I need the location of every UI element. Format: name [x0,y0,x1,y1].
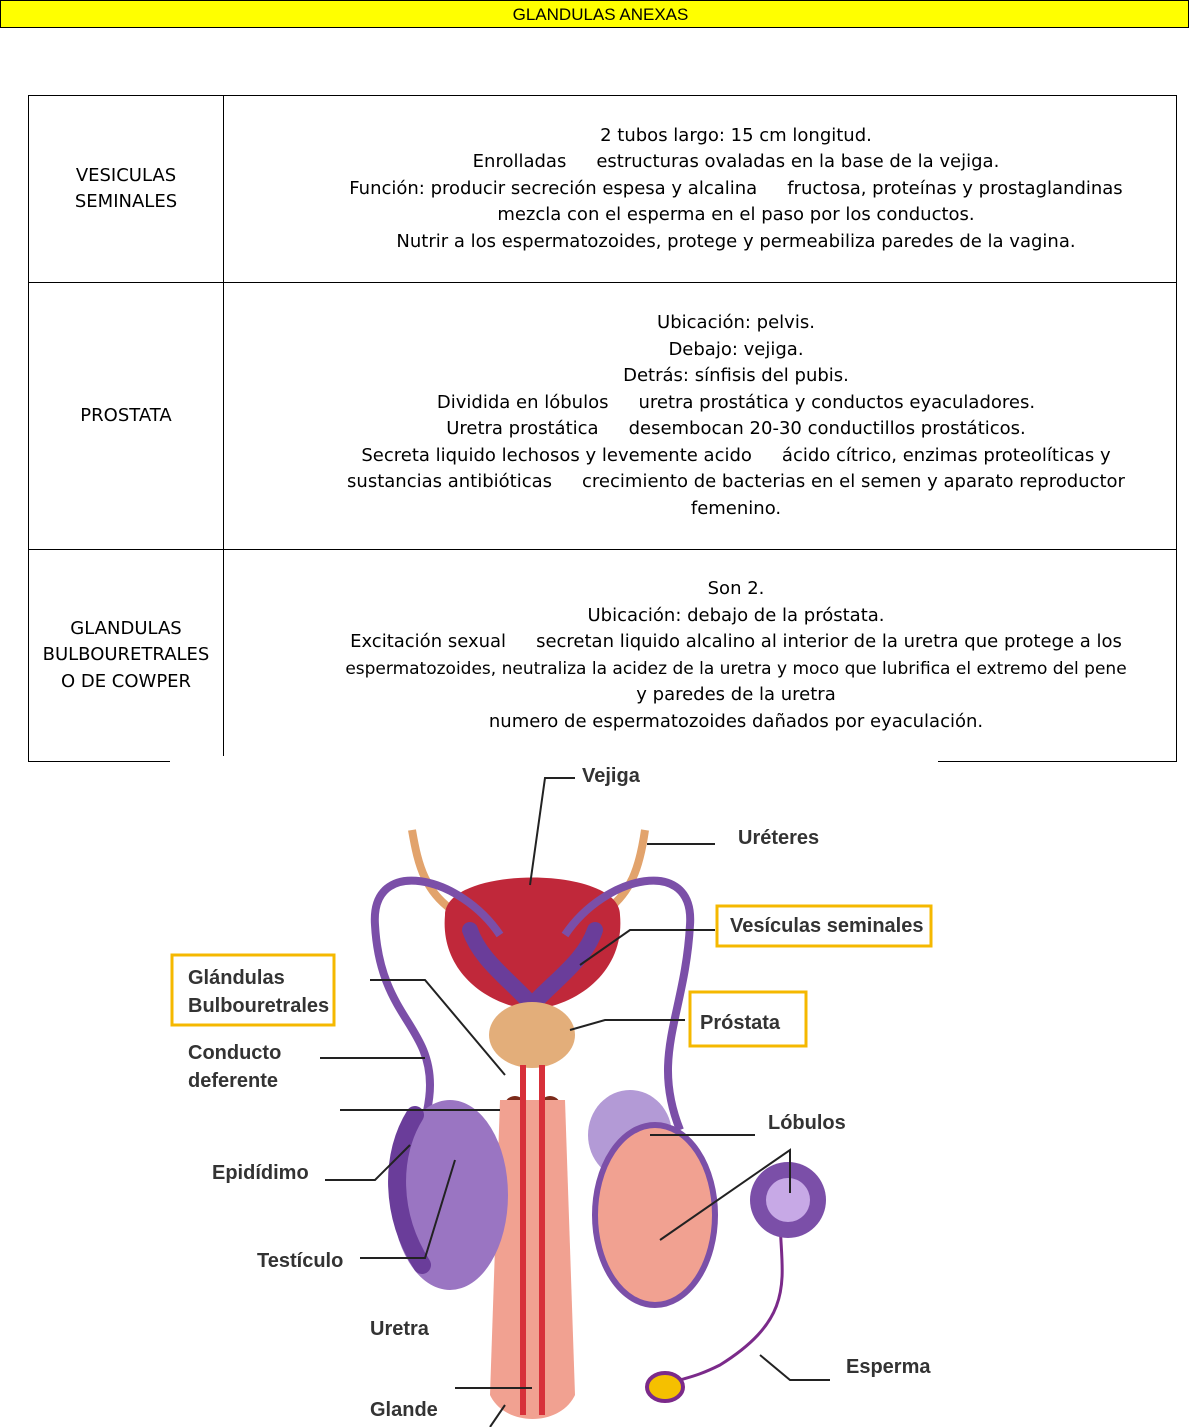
tubule-lumen [766,1178,810,1222]
label-prostata: Próstata [700,1012,781,1034]
label-glande: Glande [370,1399,438,1421]
urethra [520,1065,545,1415]
gland-name-cell: PROSTATA [28,282,224,550]
label-ureteres: Uréteres [738,827,819,849]
gland-name-cell: VESICULAS SEMINALES [28,95,224,283]
gland-name: BULBOURETRALES [42,644,210,666]
description-line: Dividida en lóbulos uretra prostática y c… [304,390,1168,417]
table-row: PROSTATA Ubicación: pelvis. Debajo: veji… [28,282,1177,550]
gland-name: SEMINALES [74,191,178,212]
description-line: Son 2. [707,578,765,599]
highlight-box-glandulas [170,953,336,1027]
table-row: VESICULAS SEMINALES 2 tubos largo: 15 cm… [28,95,1177,283]
gland-name-cell: GLANDULAS BULBOURETRALES O DE COWPER [28,549,224,762]
glands-table: VESICULAS SEMINALES 2 tubos largo: 15 cm… [28,95,1177,762]
sperm-head [645,1371,685,1403]
description-segment: sustancias antibióticas [347,471,553,492]
label-glandulas: Glándulas [188,967,285,989]
description-segment: estructuras ovaladas en la base de la ve… [596,151,1000,173]
male-reproductive-diagram: Vejiga Uréteres Vesículas seminales Glán… [170,765,933,1427]
gland-description-cell: 2 tubos largo: 15 cm longitud. Enrollada… [223,95,1177,283]
seminal-vesicle-left [462,922,540,1013]
highlight-box-prostata [688,990,808,1048]
label-esperma: Esperma [846,1356,931,1378]
label-deferente: deferente [188,1070,278,1092]
label-uretra: Uretra [370,1318,430,1340]
label-vesiculas-seminales: Vesículas seminales [730,915,923,937]
epididymis-left [388,1106,431,1274]
description-segment: desembocan 20-30 conductillos prostático… [628,418,1026,439]
description-line: Ubicación: debajo de la próstata. [587,604,885,626]
description-line: Secreta liquido lechosos y levemente aci… [304,443,1168,470]
label-conducto: Conducto [188,1042,281,1064]
gland-name: VESICULAS [75,164,177,186]
description-segment: ácido cítrico, enzimas proteolíticas y [781,444,1111,466]
description-line: Excitación sexual secretan liquido alcali… [304,629,1168,656]
description-line: Ubicación: pelvis. [657,312,815,333]
description-segment: uretra prostática y conductos eyaculador… [638,391,1036,413]
description-segment: Enrolladas [472,151,567,173]
gland-name: O DE COWPER [60,670,192,692]
gland-name: PROSTATA [80,404,172,426]
vas-deferens-right [561,876,695,1132]
description-segment: Uretra prostática [446,418,599,439]
description-segment: fructosa, proteínas y prostaglandinas [787,177,1123,199]
description-line: Detrás: sínfisis del pubis. [623,365,849,386]
description-segment: Función: producir secreción espesa y alc… [349,177,758,199]
description-line: Enrolladas estructuras ovaladas en la bas… [304,149,1168,176]
table-row: GLANDULAS BULBOURETRALES O DE COWPER Son… [28,549,1177,762]
description-line: femenino. [690,497,782,519]
table-border-mask [170,756,938,766]
label-vejiga: Vejiga [582,765,641,787]
description-line: Función: producir secreción espesa y alc… [304,176,1168,203]
penis-shaft [490,1100,575,1419]
description-line: espermatozoides, neutraliza la acidez de… [345,658,1127,679]
description-line: sustancias antibióticas crecimiento de ba… [304,469,1168,496]
description-line: Nutrir a los espermatozoides, protege y … [396,230,1076,252]
sperm-tail [679,1214,784,1382]
gland-description-cell: Son 2. Ubicación: debajo de la próstata.… [223,549,1177,762]
description-line: 2 tubos largo: 15 cm longitud. [600,124,872,146]
description-segment: crecimiento de bacterias en el semen y a… [582,471,1125,492]
description-segment: Secreta liquido lechosos y levemente aci… [361,444,752,466]
seminal-vesicle-right [524,922,603,1013]
page-title: GLANDULAS ANEXAS [0,0,1189,28]
description-line: y paredes de la uretra [636,684,836,705]
testis-section [592,1122,718,1308]
testis-left [392,1100,508,1290]
description-line: Debajo: vejiga. [668,338,804,360]
gland-description-cell: Ubicación: pelvis. Debajo: vejiga. Detrá… [223,282,1177,550]
label-testiculo: Testículo [257,1250,343,1272]
description-segment: Excitación sexual [350,631,507,652]
leader-lines [320,777,830,1427]
gland-name: GLANDULAS [70,617,182,639]
description-line: mezcla con el esperma en el paso por los… [497,204,975,226]
bladder [444,877,621,1010]
label-lobulos: Lóbulos [768,1112,846,1134]
highlight-box-vesiculas [715,904,933,948]
prostate [489,1002,575,1068]
description-segment: Dividida en lóbulos [436,391,609,413]
vas-deferens-left [370,876,504,1126]
description-segment: secretan liquido alcalino al interior de… [536,631,1122,652]
description-line: numero de espermatozoides dañados por ey… [488,710,984,732]
label-epididimo: Epidídimo [212,1162,309,1184]
label-bulbouretrales: Bulbouretrales [188,995,329,1017]
description-line: Uretra prostática desembocan 20-30 conduc… [304,416,1168,443]
